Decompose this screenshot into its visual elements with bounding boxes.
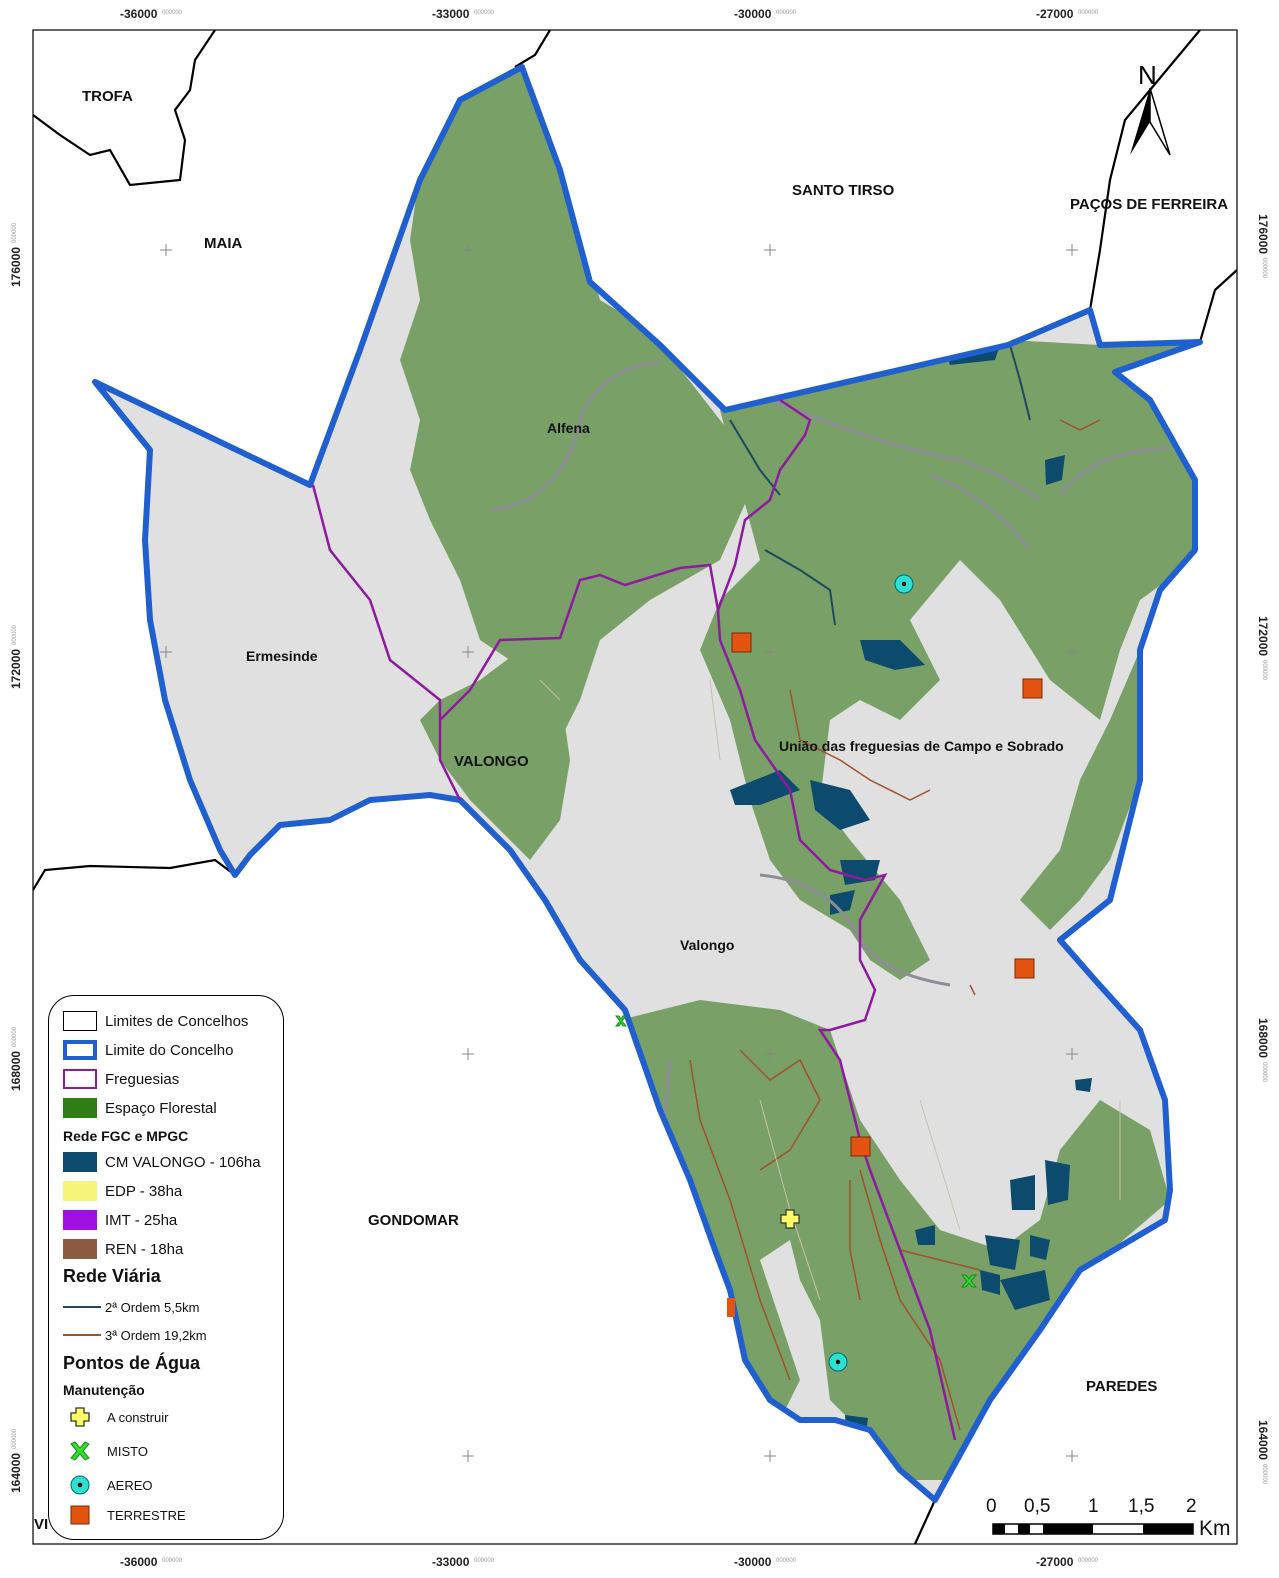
label-valongo-municipality: VALONGO [454, 753, 529, 770]
svg-text:000000: 000000 [12, 222, 18, 243]
municipality-boundary [92, 64, 1203, 1503]
label-vila: VI [34, 1516, 48, 1533]
label-valongo: Valongo [680, 937, 734, 953]
svg-text:000000: 000000 [776, 10, 797, 16]
label-alfena: Alfena [547, 420, 590, 436]
x-coord-top: -33000 [432, 7, 470, 21]
svg-text:000000: 000000 [474, 1558, 495, 1564]
terrestre-point [1014, 958, 1035, 979]
legend-item-espaco-florestal: Espaço Florestal [63, 1097, 217, 1119]
svg-text:000000: 000000 [1261, 1062, 1267, 1083]
terrestre-point [727, 1298, 735, 1317]
legend-item-freguesias: Freguesias [63, 1068, 179, 1090]
map-legend: Limites de Concelhos Limite do Concelho … [48, 995, 284, 1540]
svg-text:000000: 000000 [1261, 258, 1267, 279]
north-arrow: N [1130, 60, 1171, 156]
svg-text:000000: 000000 [162, 1558, 183, 1564]
legend-item-limites-concelhos: Limites de Concelhos [63, 1010, 248, 1032]
legend-item-imt: IMT - 25ha [63, 1209, 177, 1231]
terrestre-point [731, 632, 752, 653]
legend-road-title: Rede Viária [63, 1266, 161, 1286]
svg-text:N: N [1138, 60, 1157, 90]
svg-text:000000: 000000 [162, 10, 183, 16]
svg-text:2: 2 [1186, 1496, 1197, 1517]
svg-text:000000: 000000 [1261, 1464, 1267, 1485]
x-coord-top: -27000 [1036, 7, 1074, 21]
svg-text:000000: 000000 [1078, 1558, 1099, 1564]
legend-maintenance-title: Manutenção [63, 1382, 145, 1398]
svg-text:000000: 000000 [12, 1428, 18, 1449]
y-coord-left: 176000 [9, 247, 23, 287]
scale-bar: 0 0,5 1 1,5 2 Km [986, 1496, 1231, 1540]
square-icon [70, 1505, 90, 1525]
svg-text:000000: 000000 [12, 1026, 18, 1047]
legend-item-road-2: 2ª Ordem 5,5km [63, 1296, 199, 1318]
legend-item-limite-concelho: Limite do Concelho [63, 1039, 233, 1061]
y-coord-right: 168000 [1256, 1018, 1270, 1058]
svg-text:000000: 000000 [474, 10, 495, 16]
legend-item-edp: EDP - 38ha [63, 1180, 182, 1202]
svg-text:1,5: 1,5 [1128, 1496, 1154, 1517]
plus-icon [70, 1407, 90, 1427]
legend-item-terrestre: TERRESTRE [63, 1504, 186, 1526]
x-coord-bottom: -33000 [432, 1555, 470, 1569]
label-gondomar: GONDOMAR [368, 1212, 459, 1229]
label-campo-sobrado: União das freguesias de Campo e Sobrado [779, 738, 1064, 754]
svg-text:000000: 000000 [1261, 660, 1267, 681]
aereo-point [828, 1352, 848, 1372]
legend-item-misto: MISTO [63, 1440, 148, 1462]
legend-item-aereo: AEREO [63, 1474, 153, 1496]
x-coord-bottom: -30000 [734, 1555, 772, 1569]
svg-text:0,5: 0,5 [1024, 1496, 1050, 1517]
place-labels: TROFA MAIA SANTO TIRSO PAÇOS DE FERREIRA… [34, 88, 1228, 1533]
x-coord-bottom: -36000 [120, 1555, 158, 1569]
road-network-3rd-order [689, 419, 1101, 1431]
coordinate-labels: -36000 000000 -33000 000000 -30000 00000… [9, 7, 1270, 1569]
cross-icon [70, 1441, 90, 1461]
y-coord-right: 176000 [1256, 214, 1270, 254]
label-paredes: PAREDES [1086, 1378, 1157, 1395]
svg-text:Km: Km [1199, 1517, 1231, 1540]
aereo-point [894, 574, 914, 594]
x-coord-top: -30000 [734, 7, 772, 21]
label-pacos-de-ferreira: PAÇOS DE FERREIRA [1070, 196, 1228, 213]
svg-text:000000: 000000 [776, 1558, 797, 1564]
label-santo-tirso: SANTO TIRSO [792, 182, 895, 199]
svg-text:000000: 000000 [12, 624, 18, 645]
label-maia: MAIA [204, 235, 242, 252]
x-coord-top: -36000 [120, 7, 158, 21]
x-coord-bottom: -27000 [1036, 1555, 1074, 1569]
construir-point [780, 1209, 800, 1229]
misto-point [614, 1015, 978, 1288]
legend-item-ren: REN - 18ha [63, 1238, 183, 1260]
svg-text:0: 0 [986, 1496, 997, 1517]
y-coord-left: 164000 [9, 1453, 23, 1493]
legend-item-cm-valongo: CM VALONGO - 106ha [63, 1151, 261, 1173]
label-ermesinde: Ermesinde [246, 648, 318, 664]
neighbour-boundaries [33, 30, 1237, 1544]
label-trofa: TROFA [82, 88, 133, 105]
svg-text:1: 1 [1088, 1496, 1099, 1517]
svg-text:000000: 000000 [1078, 10, 1099, 16]
parish-boundaries [311, 398, 957, 1441]
circle-dot-icon [70, 1475, 90, 1495]
y-coord-left: 168000 [9, 1051, 23, 1091]
y-coord-left: 172000 [9, 649, 23, 689]
terrestre-point [1022, 678, 1043, 699]
legend-fgc-title: Rede FGC e MPGC [63, 1128, 189, 1144]
water-points [614, 574, 1043, 1372]
legend-water-title: Pontos de Água [63, 1353, 201, 1373]
y-coord-right: 172000 [1256, 616, 1270, 656]
terrestre-point [850, 1136, 871, 1157]
legend-item-construir: A construir [63, 1406, 168, 1428]
y-coord-right: 164000 [1256, 1420, 1270, 1460]
legend-item-road-3: 3ª Ordem 19,2km [63, 1324, 207, 1346]
